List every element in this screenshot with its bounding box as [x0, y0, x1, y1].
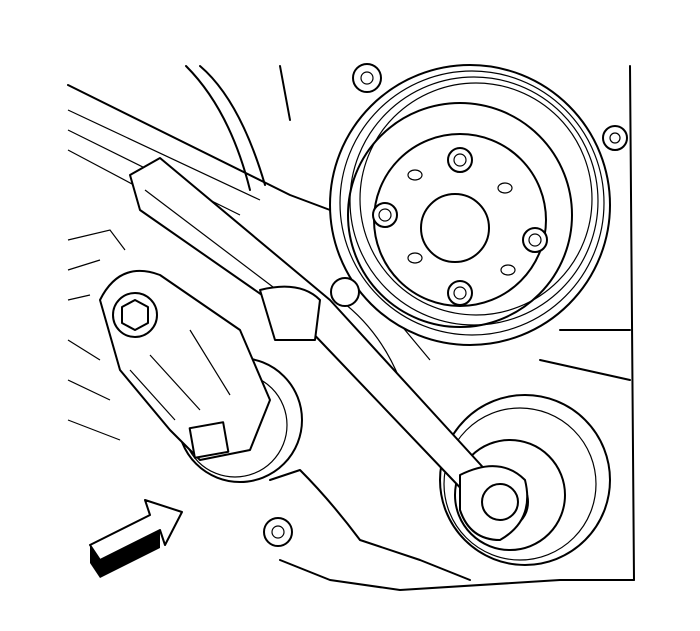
upper-pulley	[329, 64, 611, 346]
bolt-icon	[112, 292, 158, 338]
bolt-icon	[522, 227, 548, 253]
rotation-direction-arrow-icon	[89, 499, 183, 578]
bolt-icon	[372, 202, 398, 228]
belt-tensioner	[99, 270, 303, 483]
square-drive-icon	[188, 421, 230, 459]
wrench-tool	[129, 157, 529, 541]
bolt-icon	[447, 280, 473, 306]
bolt-icon	[447, 147, 473, 173]
